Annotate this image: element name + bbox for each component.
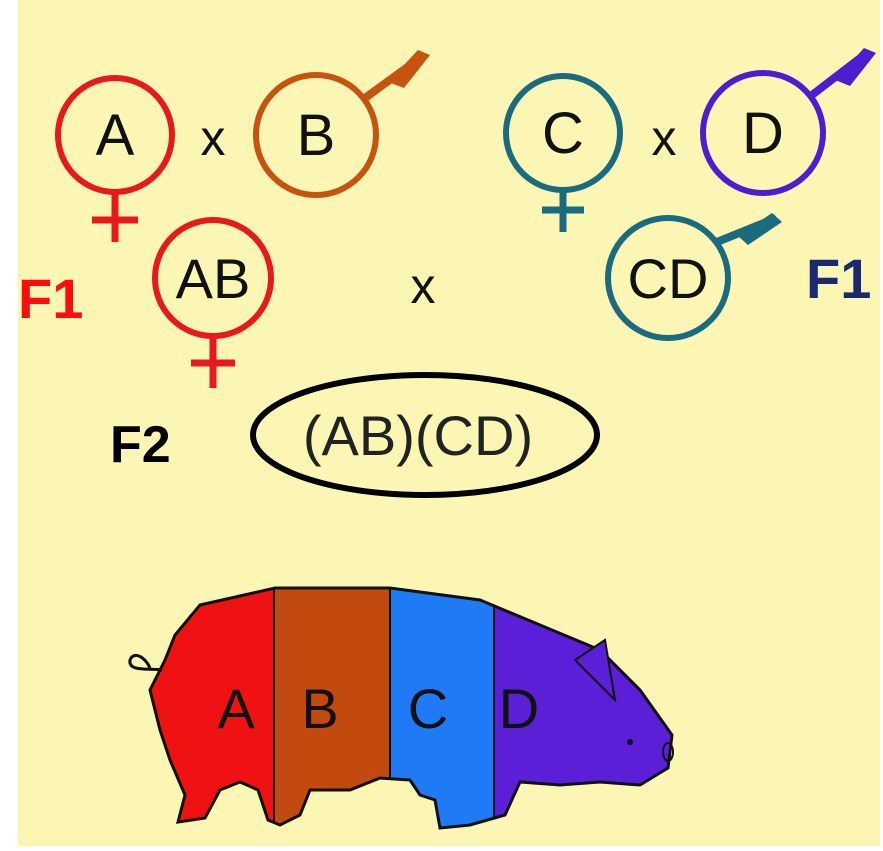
cross-sign-2: x bbox=[652, 110, 677, 166]
f2-result-label: (AB)(CD) bbox=[303, 404, 533, 467]
f2-label: F2 bbox=[110, 416, 171, 474]
f2-ellipse bbox=[250, 372, 600, 498]
male-b-arrow-head bbox=[388, 50, 430, 88]
female-ab-symbol: AB bbox=[152, 217, 274, 388]
pig-outline bbox=[148, 586, 674, 830]
parent-d-label: D bbox=[742, 101, 784, 166]
pig-label-a: A bbox=[217, 677, 255, 740]
pig-label-b: B bbox=[301, 677, 338, 740]
pig-ear bbox=[573, 638, 617, 703]
male-cd-symbol: CD bbox=[605, 213, 782, 341]
f1-ab-label: AB bbox=[176, 247, 251, 310]
male-cd-arrow-head bbox=[738, 213, 782, 245]
f1-right-label: F1 bbox=[806, 247, 871, 310]
parent-a-label: A bbox=[96, 103, 135, 168]
male-b-circle bbox=[253, 72, 379, 198]
male-d-arrow-head bbox=[835, 48, 876, 86]
pig-label-c: C bbox=[408, 677, 448, 740]
pig-snout bbox=[662, 742, 674, 762]
f1-cd-label: CD bbox=[628, 247, 709, 310]
f1-left-label: F1 bbox=[18, 267, 83, 330]
male-cd-circle bbox=[605, 215, 731, 341]
female-c-symbol: C bbox=[503, 73, 623, 232]
parent-c-label: C bbox=[542, 101, 584, 166]
pig-eye bbox=[627, 739, 633, 745]
male-d-circle bbox=[700, 70, 826, 196]
male-d-symbol: D bbox=[700, 48, 876, 196]
male-b-symbol: B bbox=[253, 50, 430, 198]
pig-tail bbox=[128, 654, 163, 672]
cross-sign-1: x bbox=[201, 110, 226, 166]
parent-b-label: B bbox=[297, 103, 336, 168]
pig-label-d: D bbox=[499, 677, 539, 740]
f1-cross-sign: x bbox=[411, 258, 436, 314]
female-a-symbol: A bbox=[55, 75, 175, 242]
